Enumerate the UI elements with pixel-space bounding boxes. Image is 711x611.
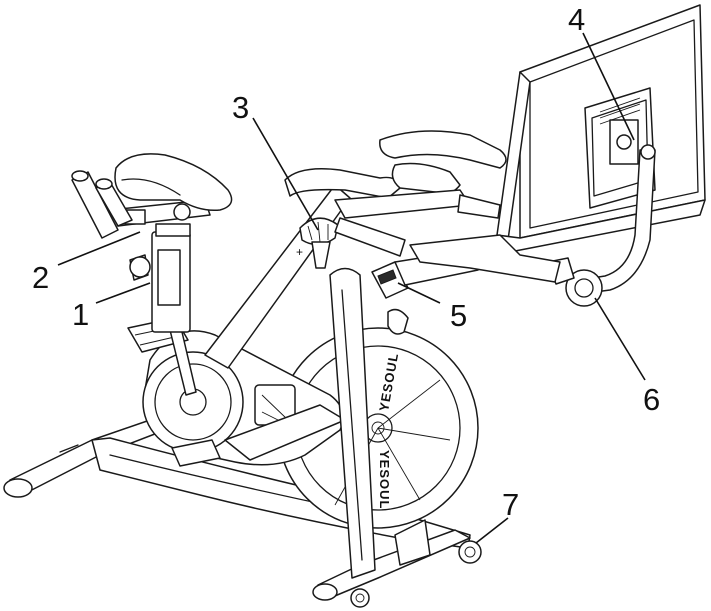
leader-3	[252, 117, 319, 231]
leader-5	[397, 282, 441, 304]
leader-4	[582, 32, 635, 141]
flywheel-brand-bottom: YESOUL	[377, 450, 392, 509]
callout-numbers: 1 2 3 4 5 6 7	[32, 2, 660, 522]
resistance-knob: + −	[296, 217, 346, 269]
callout-leaders	[57, 32, 646, 544]
leader-7	[475, 517, 509, 544]
callout-4: 4	[568, 2, 585, 37]
resistance-plus-sign: +	[296, 245, 303, 259]
callout-2: 2	[32, 260, 49, 295]
front-post	[329, 267, 431, 579]
callout-6: 6	[643, 382, 660, 417]
callout-3: 3	[232, 90, 249, 125]
callout-5: 5	[450, 298, 467, 333]
callout-7: 7	[502, 487, 519, 522]
callout-1: 1	[72, 297, 89, 332]
leader-2	[57, 231, 141, 266]
leader-1	[95, 282, 151, 304]
seat-post	[129, 223, 191, 333]
transport-wheel	[350, 540, 482, 608]
bottle-holder	[71, 170, 133, 239]
screen-arm-knob	[409, 234, 603, 307]
front-stabilizer	[312, 529, 471, 601]
bottle-cage-front	[387, 308, 409, 335]
pedal-right	[171, 439, 221, 467]
saddle	[114, 153, 233, 212]
handlebar	[284, 130, 507, 257]
leader-6	[594, 297, 646, 381]
flywheel: YESOUL YESOUL	[277, 327, 479, 529]
